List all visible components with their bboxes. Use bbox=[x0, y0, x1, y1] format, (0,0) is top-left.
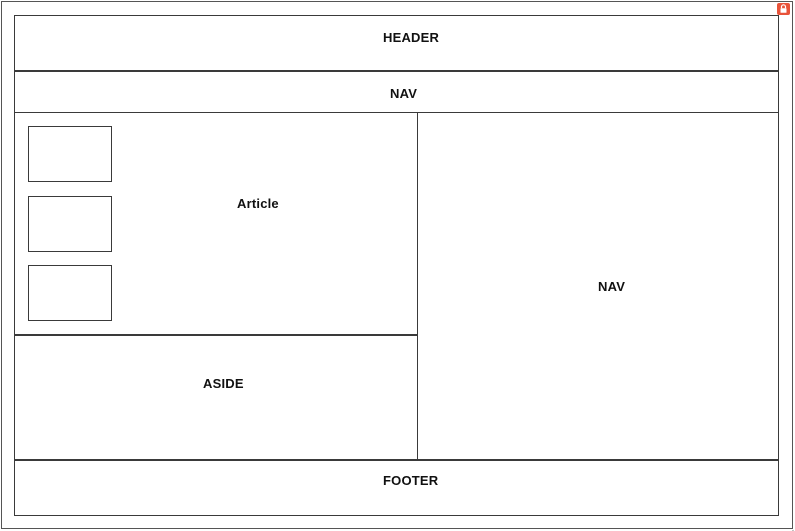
article-thumbnail-3[interactable] bbox=[28, 265, 112, 321]
article-thumbnail-2[interactable] bbox=[28, 196, 112, 252]
article-region[interactable]: Article bbox=[15, 113, 417, 334]
nav-top-label: NAV bbox=[390, 86, 418, 101]
nav-top-region[interactable]: NAV bbox=[15, 72, 778, 112]
header-label: HEADER bbox=[383, 30, 440, 45]
article-thumbnail-1[interactable] bbox=[28, 126, 112, 182]
article-aside-divider bbox=[14, 334, 418, 336]
aside-label: ASIDE bbox=[203, 376, 244, 391]
nav-side-label: NAV bbox=[598, 279, 626, 294]
footer-region[interactable]: FOOTER bbox=[15, 461, 778, 515]
footer-label: FOOTER bbox=[383, 473, 439, 488]
lock-icon[interactable] bbox=[777, 3, 790, 15]
aside-region[interactable]: ASIDE bbox=[15, 336, 417, 459]
resize-handle-icon[interactable] bbox=[787, 523, 794, 531]
nav-top-divider bbox=[14, 112, 779, 113]
footer-divider bbox=[14, 459, 779, 461]
column-divider bbox=[417, 112, 418, 460]
article-label: Article bbox=[237, 196, 279, 211]
header-region[interactable]: HEADER bbox=[15, 16, 778, 71]
layout-container bbox=[14, 15, 779, 516]
header-divider bbox=[14, 70, 779, 72]
nav-side-region[interactable]: NAV bbox=[418, 113, 778, 459]
